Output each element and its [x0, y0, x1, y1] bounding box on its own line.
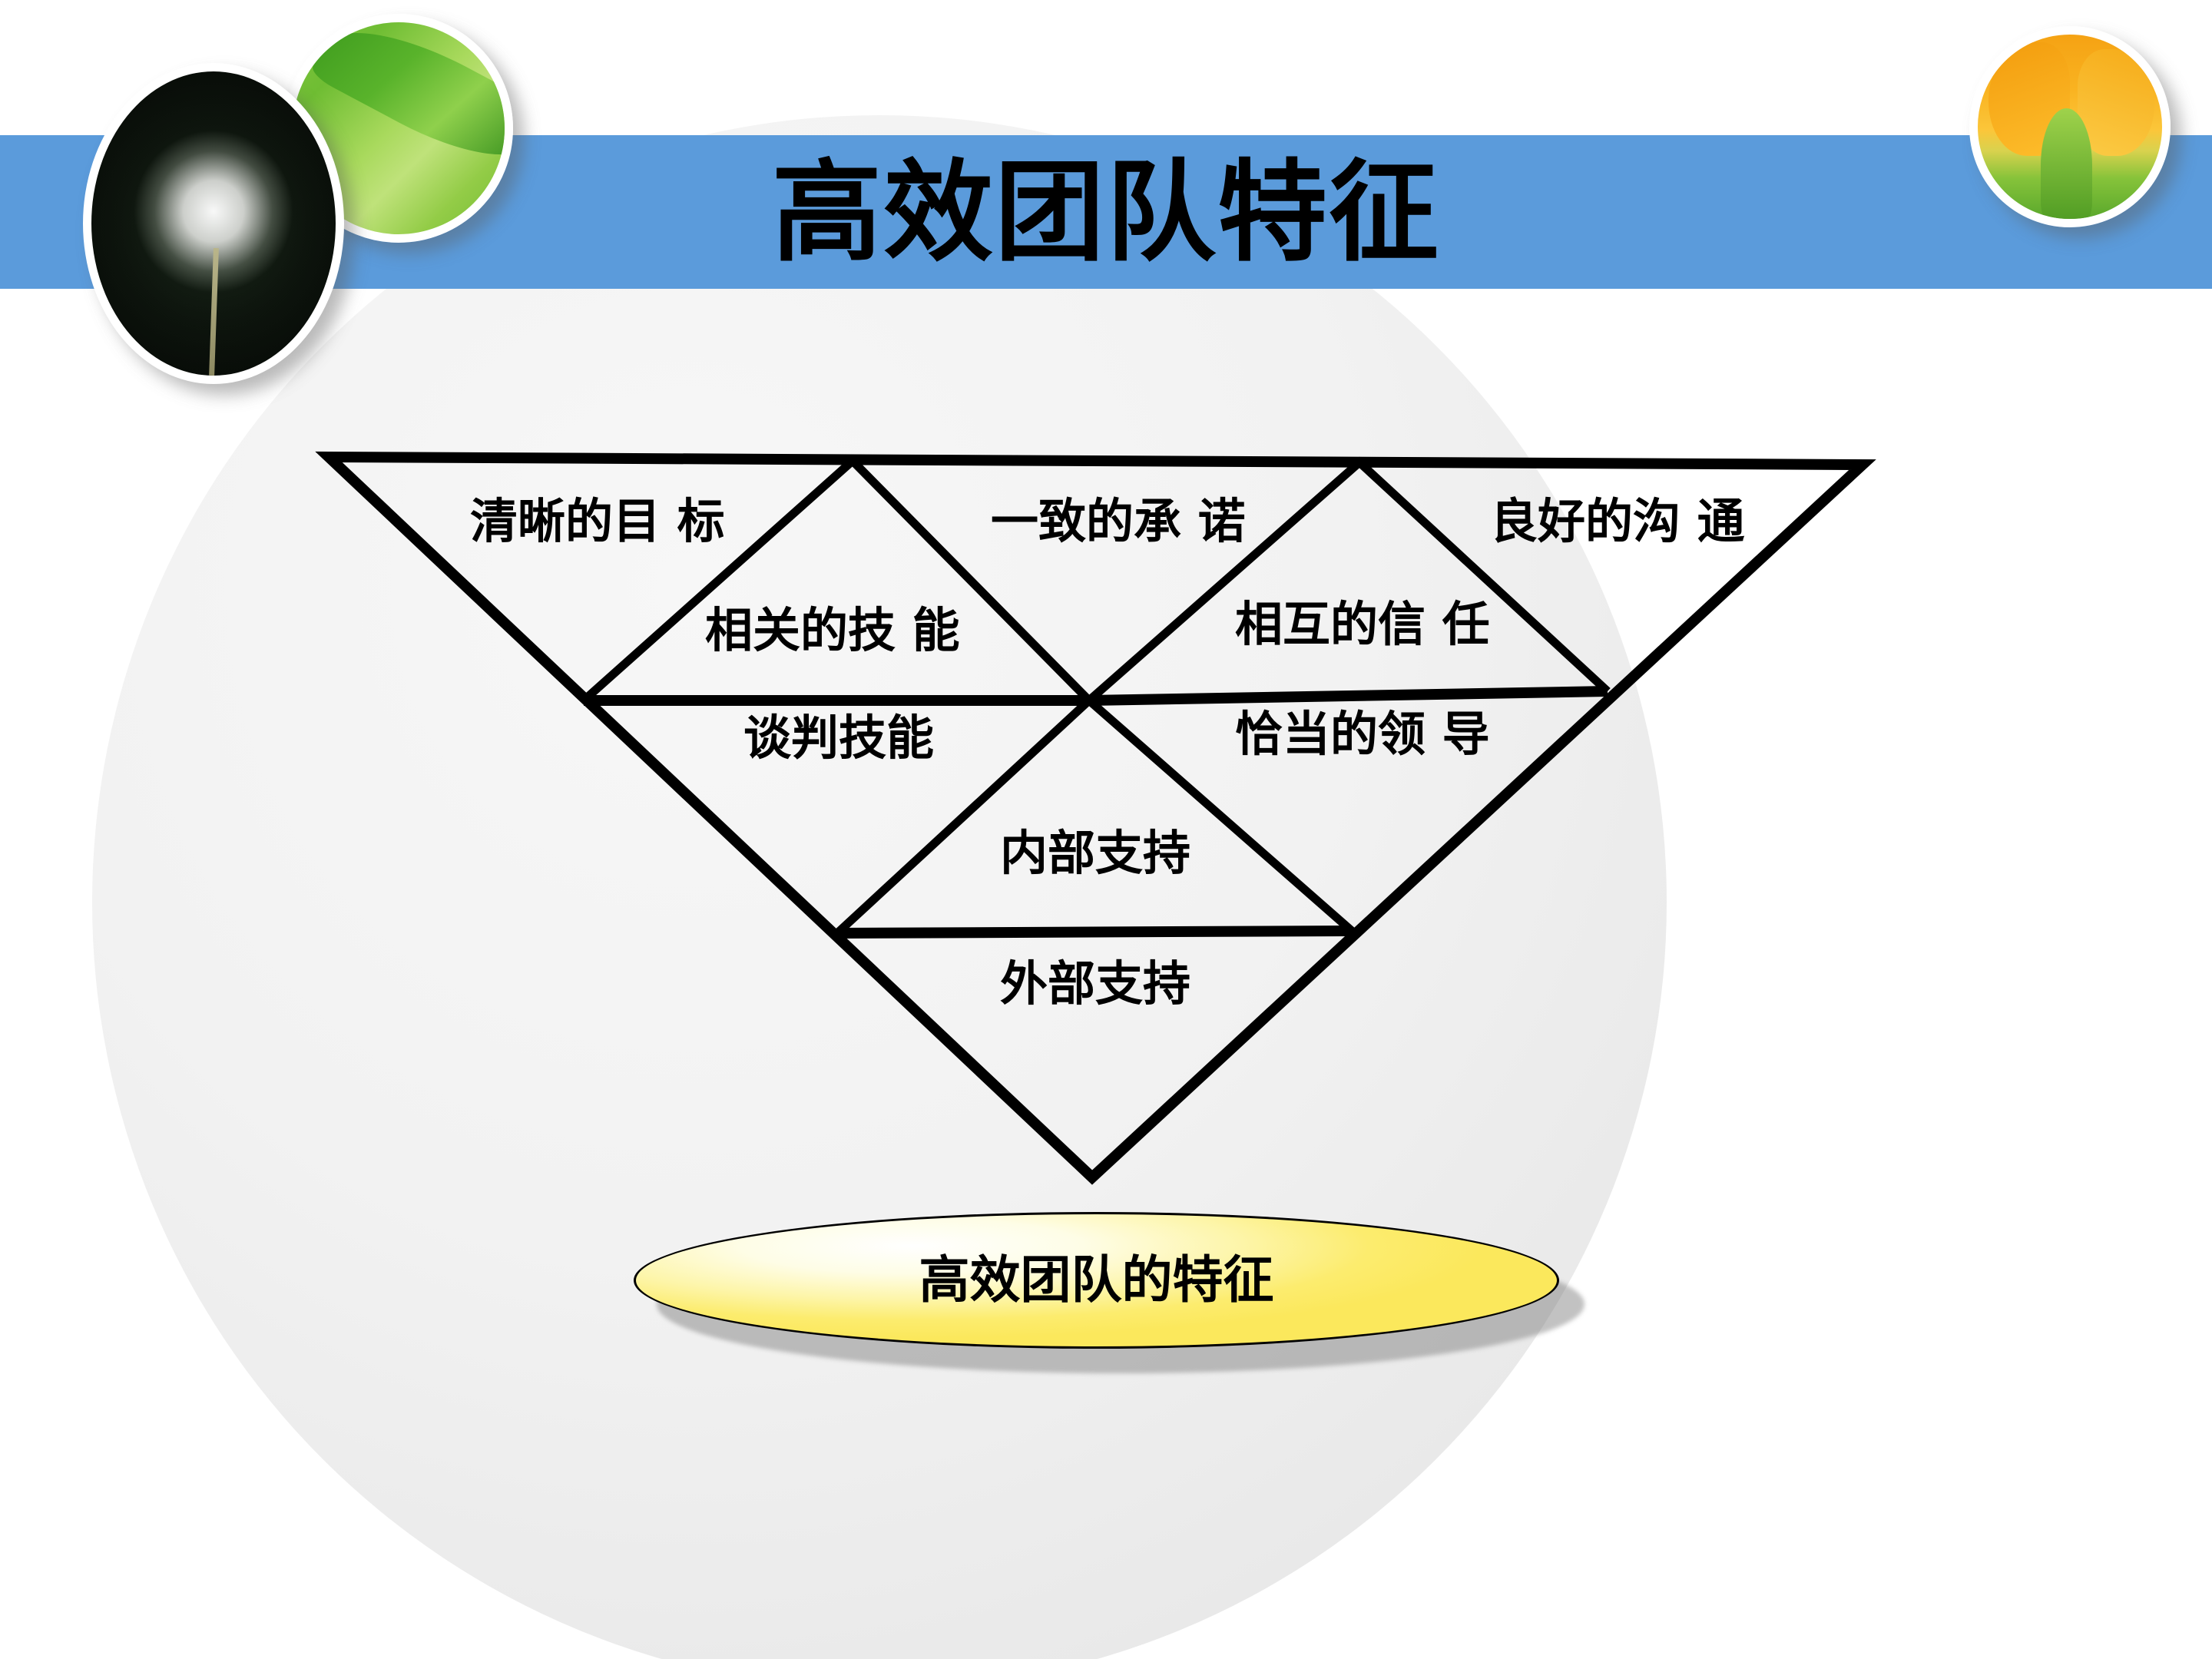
summary-ellipse-label: 高效团队的特征 — [919, 1250, 1274, 1310]
triangle-relevant-skills-edges — [581, 455, 1092, 704]
label-internal-support: 内部支持 — [1000, 825, 1191, 881]
inner-bottom-divider — [836, 926, 1353, 939]
label-good-communication: 良好的沟 通 — [1490, 493, 1745, 549]
outer-triangle-outline — [315, 451, 1876, 1185]
label-negotiating-skills: 谈判技能 — [743, 710, 935, 766]
label-relevant-skills: 相关的技 能 — [705, 602, 960, 658]
summary-ellipse: 高效团队的特征 — [634, 1212, 1559, 1349]
label-external-support: 外部支持 — [1000, 955, 1191, 1012]
dandelion-photo-circle — [83, 63, 344, 384]
label-mutual-trust: 相互的信 任 — [1235, 596, 1490, 652]
page-title: 高效团队特征 — [772, 147, 1440, 276]
label-appropriate-leadership: 恰当的领 导 — [1235, 706, 1490, 762]
orange-tulip-photo-circle — [1969, 26, 2171, 227]
triangle-internal-support-edges — [834, 694, 1355, 937]
label-unified-commitment: 一致的承 诺 — [991, 493, 1246, 549]
tulip-leaf-shape — [2040, 108, 2092, 219]
tulip-petal-right-shape — [2077, 49, 2155, 157]
triangle-mutual-trust-edges — [1086, 456, 1611, 704]
label-clear-goals: 清晰的目 标 — [470, 493, 725, 549]
